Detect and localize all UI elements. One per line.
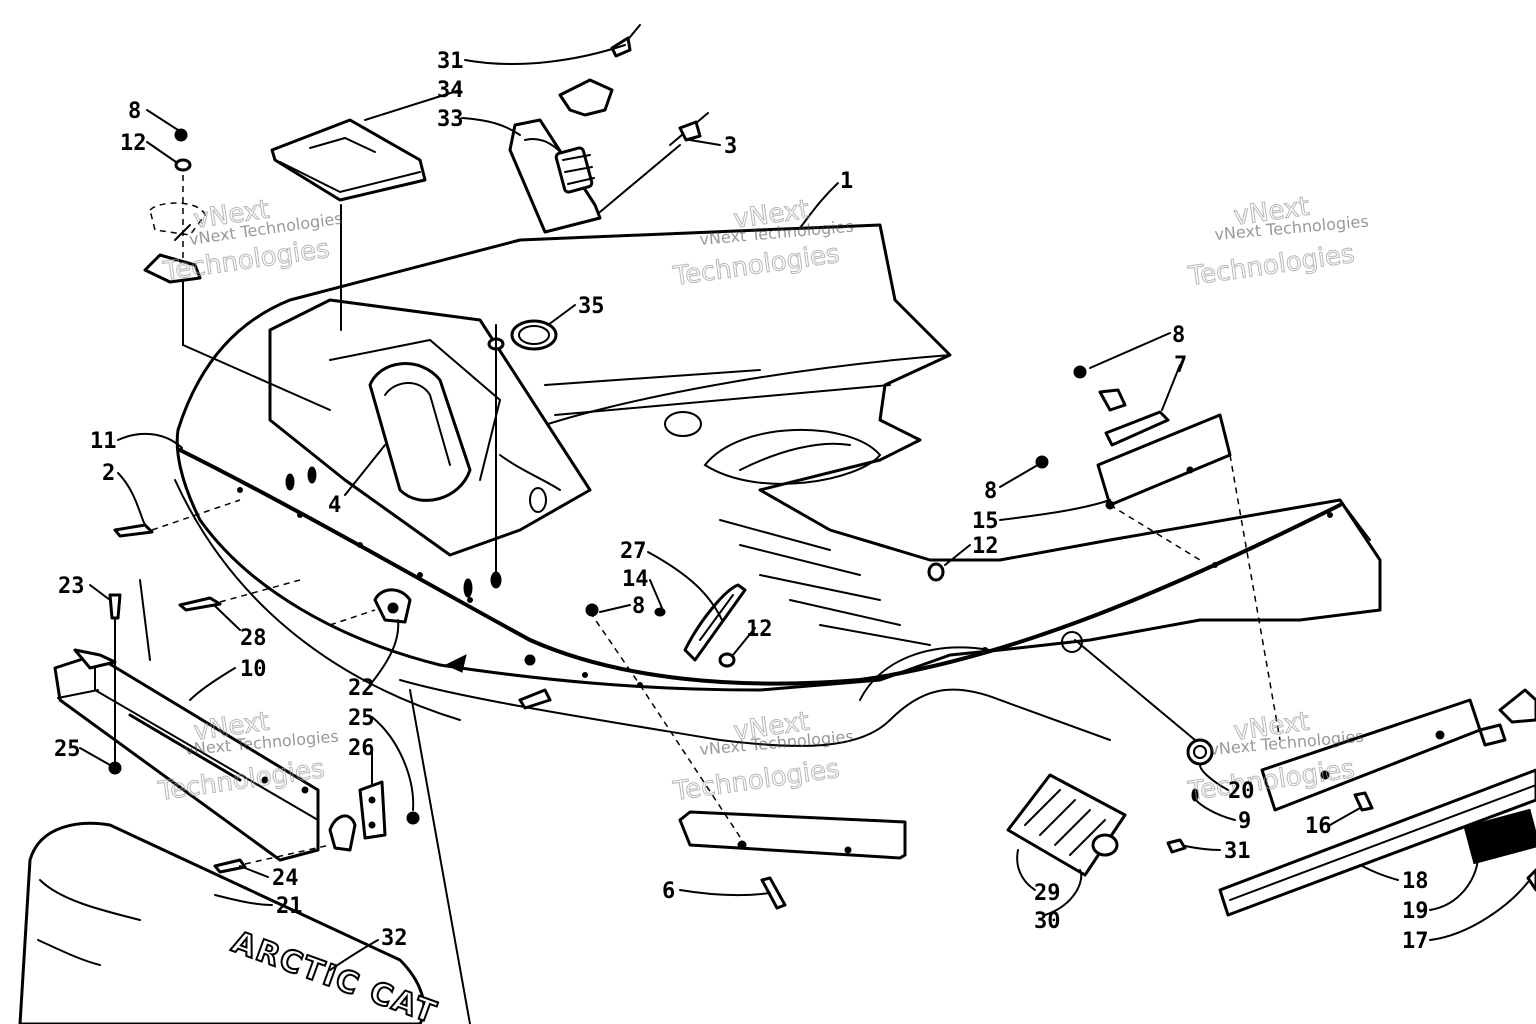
callout-28: 28 xyxy=(240,626,267,651)
callout-24: 24 xyxy=(272,866,299,891)
callout-11: 11 xyxy=(90,429,117,454)
callout-2: 2 xyxy=(102,461,115,486)
callout-15: 15 xyxy=(972,509,999,534)
callout-17: 17 xyxy=(1402,929,1429,954)
part-29-taillight xyxy=(1006,773,1187,877)
callout-27: 27 xyxy=(620,539,647,564)
callout-31: 31 xyxy=(1224,839,1251,864)
part-22-clip xyxy=(329,588,412,626)
trim-holes xyxy=(237,487,1333,688)
part-12-grommets xyxy=(718,562,945,668)
callout-12: 12 xyxy=(120,131,147,156)
watermark-outline: Technologies xyxy=(161,234,332,287)
callout-16: 16 xyxy=(1305,814,1332,839)
callout-22: 22 xyxy=(348,676,375,701)
callout-7: 7 xyxy=(1174,353,1187,378)
callout-8: 8 xyxy=(984,479,997,504)
part-10-bumper xyxy=(53,593,320,862)
part-34-cover xyxy=(270,118,427,331)
callout-12: 12 xyxy=(972,534,999,559)
console-tower xyxy=(268,298,592,557)
callout-14: 14 xyxy=(622,567,649,592)
part-7-bracket xyxy=(1035,365,1281,741)
part-33-housing xyxy=(508,118,602,234)
watermark-outline: Technologies xyxy=(671,754,842,807)
callout-8: 8 xyxy=(632,594,645,619)
callout-26: 26 xyxy=(348,736,375,761)
part-3-screw xyxy=(599,112,709,213)
guide-lines xyxy=(139,579,471,1024)
callout-8: 8 xyxy=(128,99,141,124)
callout-19: 19 xyxy=(1402,899,1429,924)
callout-8: 8 xyxy=(1172,323,1185,348)
part-35-grommet xyxy=(487,319,558,589)
callout-leaders xyxy=(79,44,1529,971)
callout-4: 4 xyxy=(328,493,341,518)
callout-30: 30 xyxy=(1034,909,1061,934)
callout-20: 20 xyxy=(1228,779,1255,804)
callout-10: 10 xyxy=(240,657,267,682)
callout-31: 31 xyxy=(437,49,464,74)
callout-labels: 31 34 33 3 1 8 12 35 8 7 11 2 4 8 15 12 … xyxy=(54,49,1429,954)
watermark-outline: Technologies xyxy=(1186,239,1357,292)
part-6-trim xyxy=(589,611,907,910)
callout-25: 25 xyxy=(348,706,375,731)
callout-32: 32 xyxy=(381,926,408,951)
part-20-grommet xyxy=(1061,631,1214,802)
part-21-nose-cone: ARCTIC CAT xyxy=(18,821,443,1024)
callout-12: 12 xyxy=(746,617,773,642)
callout-18: 18 xyxy=(1402,869,1429,894)
callout-35: 35 xyxy=(578,294,605,319)
front-fasteners xyxy=(113,466,552,710)
callout-1: 1 xyxy=(840,169,853,194)
right-rail xyxy=(1218,688,1536,917)
callout-23: 23 xyxy=(58,574,85,599)
callout-21: 21 xyxy=(276,894,303,919)
callout-29: 29 xyxy=(1034,881,1061,906)
callout-33: 33 xyxy=(437,107,464,132)
callout-25: 25 xyxy=(54,737,81,762)
part-26-bracket xyxy=(213,780,420,874)
callout-6: 6 xyxy=(662,879,675,904)
part-8-12-upper-left xyxy=(143,128,331,411)
part-31-bracket xyxy=(558,24,641,117)
callout-34: 34 xyxy=(437,78,464,103)
callout-9: 9 xyxy=(1238,809,1251,834)
callout-3: 3 xyxy=(724,134,737,159)
